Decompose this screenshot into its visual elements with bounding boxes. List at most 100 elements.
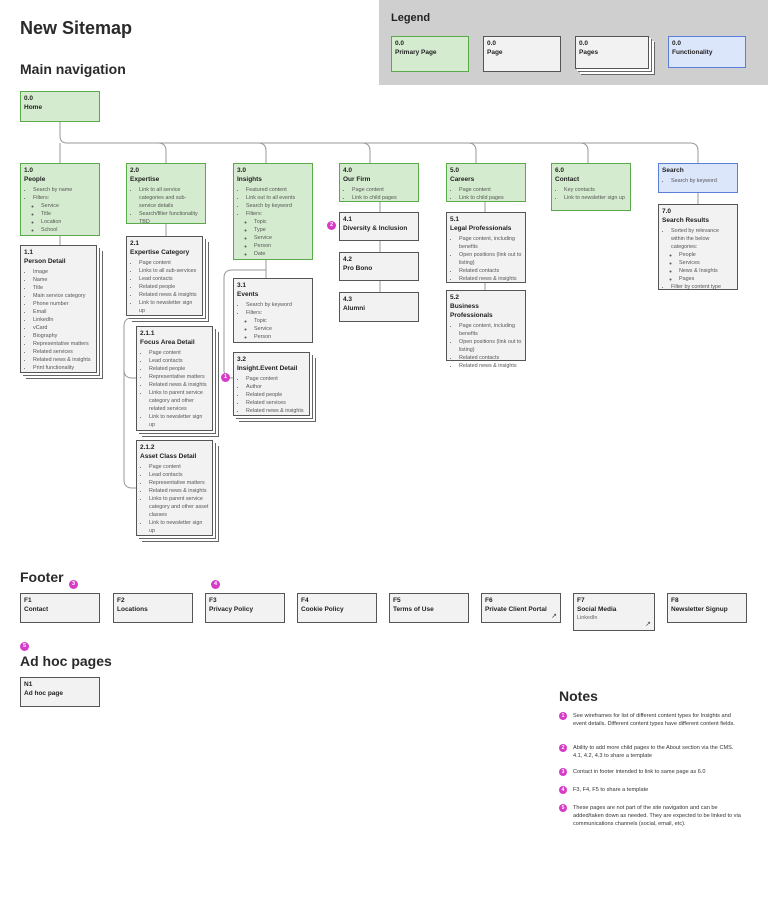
node-people[interactable]: 1.0 People Search by name Filters: Servi…	[20, 163, 100, 236]
node-focus-area-detail[interactable]: 2.1.1 Focus Area Detail Page content Lea…	[136, 326, 213, 431]
node-number: 4.3	[343, 296, 353, 303]
node-name: Insights	[237, 176, 262, 183]
footer-terms-of-use[interactable]: F5 Terms of Use	[389, 593, 469, 623]
bullet: Link out to all events	[246, 194, 309, 202]
bullet: Related contacts	[459, 354, 522, 362]
bullet: Search by keyword	[671, 177, 734, 185]
bullet: Image	[33, 268, 93, 276]
footer-locations[interactable]: F2 Locations	[113, 593, 193, 623]
node-search[interactable]: Search Search by keyword	[658, 163, 738, 193]
node-asset-class-detail[interactable]: 2.1.2 Asset Class Detail Page content Le…	[136, 440, 213, 536]
bullet: Sorted by relevance within the below cat…	[671, 228, 719, 250]
category-item: News & Insights	[679, 267, 734, 275]
node-insights[interactable]: 3.0 Insights Featured content Link out t…	[233, 163, 313, 260]
note-text: See wireframes for list of different con…	[573, 713, 735, 727]
footer-social-media[interactable]: F7 Social Media LinkedIn ↗	[573, 593, 655, 631]
node-name: Person Detail	[24, 258, 66, 265]
bullet: Related news & insights	[139, 291, 199, 299]
external-link-icon[interactable]: ↗	[551, 613, 557, 620]
node-name: Alumni	[343, 305, 366, 312]
bullet: Link to newsletter sign up	[149, 413, 209, 429]
footer-cookie-policy[interactable]: F4 Cookie Policy	[297, 593, 377, 623]
node-number: 4.1	[343, 216, 353, 223]
bullet: Page content	[459, 186, 522, 194]
node-name: Locations	[117, 606, 148, 613]
node-events[interactable]: 3.1 Events Search by keyword Filters: To…	[233, 278, 313, 343]
node-name: Newsletter Signup	[671, 606, 728, 613]
legend-page: 0.0 Page	[483, 36, 561, 72]
bullet: Link to newsletter sign up	[139, 299, 199, 315]
legend-num: 0.0	[395, 40, 405, 47]
node-number: 5.0	[450, 167, 460, 174]
bullet: Representative matters	[149, 479, 209, 487]
external-link-icon[interactable]: ↗	[645, 621, 651, 628]
node-number: F3	[209, 597, 217, 604]
node-home[interactable]: 0.0 Home	[20, 91, 100, 122]
legend-title: Legend	[391, 12, 431, 24]
bullet: Filters:	[246, 310, 263, 316]
node-number: 0.0	[24, 95, 34, 102]
legend-label: Page	[487, 49, 503, 56]
note-text: Ability to add more child pages to the A…	[573, 745, 734, 759]
bullet: Link to child pages	[459, 194, 522, 202]
node-our-firm[interactable]: 4.0 Our Firm Page content Link to child …	[339, 163, 419, 202]
filter-item: Title	[41, 210, 96, 218]
node-number: 5.2	[450, 294, 460, 301]
node-number: 7.0	[662, 208, 672, 215]
node-insight-event-detail[interactable]: 3.2 Insight.Event Detail Page content Au…	[233, 352, 310, 416]
node-name: Privacy Policy	[209, 606, 254, 613]
node-number: 1.0	[24, 167, 34, 174]
bullet: Open positions (link out to listing)	[459, 251, 522, 267]
node-name: Expertise	[130, 176, 160, 183]
node-number: 3.0	[237, 167, 247, 174]
bullet: LinkedIn	[33, 316, 93, 324]
bullet: Search/filter functionality TBD	[139, 210, 202, 226]
node-contact[interactable]: 6.0 Contact Key contacts Link to newslet…	[551, 163, 631, 211]
node-name: Careers	[450, 176, 475, 183]
legend-label: Primary Page	[395, 49, 437, 56]
bullet: Lead contacts	[139, 275, 199, 283]
footer-newsletter-signup[interactable]: F8 Newsletter Signup	[667, 593, 747, 623]
node-person-detail[interactable]: 1.1 Person Detail Image Name Title Main …	[20, 245, 97, 373]
footer-contact[interactable]: F1 Contact	[20, 593, 100, 623]
node-careers[interactable]: 5.0 Careers Page content Link to child p…	[446, 163, 526, 202]
node-business-professionals[interactable]: 5.2 Business Professionals Page content,…	[446, 290, 526, 369]
bullet: Page content, including benefits	[459, 322, 522, 338]
node-name: Asset Class Detail	[140, 453, 197, 460]
node-expertise-category[interactable]: 2.1 Expertise Category Page content Link…	[126, 236, 203, 316]
legend-panel: Legend 0.0 Primary Page 0.0 Page 0.0 Pag…	[379, 0, 768, 85]
bullet: Page content, including benefits	[459, 235, 522, 251]
note-badge-3: 3	[69, 580, 78, 589]
filter-item: School	[41, 226, 96, 234]
social-media-sub: LinkedIn	[577, 615, 598, 621]
node-expertise[interactable]: 2.0 Expertise Link to all service catego…	[126, 163, 206, 226]
notes-heading: Notes	[559, 688, 598, 704]
node-legal-professionals[interactable]: 5.1 Legal Professionals Page content, in…	[446, 212, 526, 283]
node-name: Terms of Use	[393, 606, 434, 613]
node-alumni[interactable]: 4.3 Alumni	[339, 292, 419, 322]
footer-privacy-policy[interactable]: F3 Privacy Policy	[205, 593, 285, 623]
bullet: Search by keyword	[246, 301, 309, 309]
node-name: Social Media	[577, 606, 617, 613]
bullet: Links to parent service category and oth…	[149, 389, 209, 413]
node-number: F6	[485, 597, 493, 604]
note-text: F3, F4, F5 to share a template	[573, 787, 649, 793]
node-number: F4	[301, 597, 309, 604]
legend-primary-page: 0.0 Primary Page	[391, 36, 469, 72]
node-search-results[interactable]: 7.0 Search Results Sorted by relevance w…	[658, 204, 738, 290]
bullet: Lead contacts	[149, 357, 209, 365]
node-name: Contact	[24, 606, 49, 613]
bullet: Featured content	[246, 186, 309, 194]
node-adhoc-page[interactable]: N1 Ad hoc page	[20, 677, 100, 707]
note-number-badge: 2	[559, 744, 567, 752]
footer-private-client-portal[interactable]: F6 Private Client Portal ↗	[481, 593, 561, 623]
adhoc-heading: Ad hoc pages	[20, 653, 112, 669]
node-diversity-inclusion[interactable]: 4.1 Diversity & Inclusion	[339, 212, 419, 241]
node-name: Our Firm	[343, 176, 371, 183]
bullet: Open positions (link out to listing)	[459, 338, 522, 354]
bullet: Related news & insights	[149, 381, 209, 389]
node-number: 5.1	[450, 216, 460, 223]
node-pro-bono[interactable]: 4.2 Pro Bono	[339, 252, 419, 281]
bullet: Name	[33, 276, 93, 284]
bullet: Page content	[139, 259, 199, 267]
